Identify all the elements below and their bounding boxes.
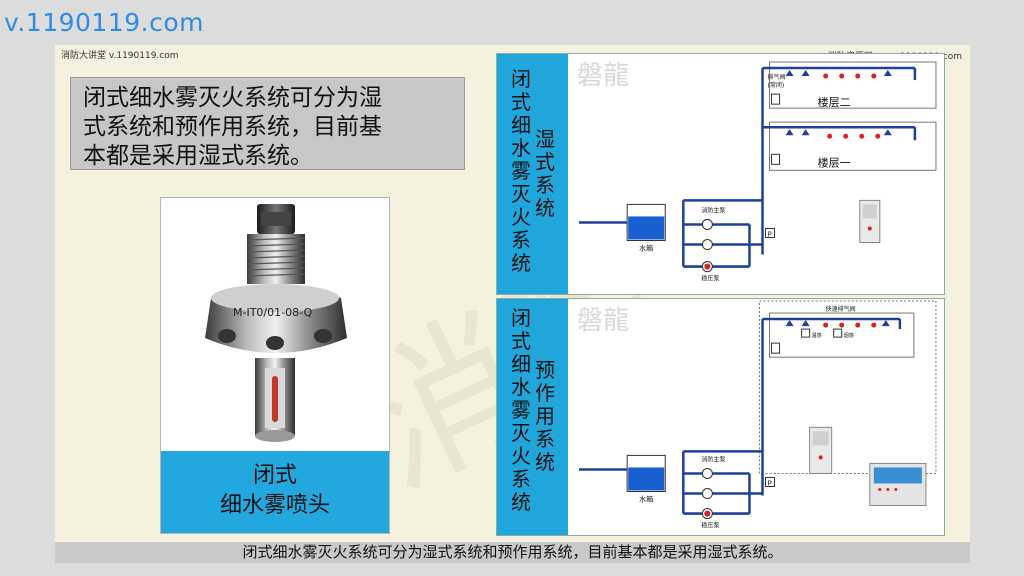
nozzle-image: M-IT0/01-08-Q — [161, 198, 389, 450]
nozzle-caption: 闭式 细水雾喷头 — [161, 451, 389, 533]
exhaust-valve-note: (常闭) — [768, 81, 785, 89]
preaction-system-panel: 闭式细水雾灭火系统 预作用系统 磐龍 快速排气阀 — [496, 298, 945, 536]
title-line-1: 闭式细水雾灭火系统可分为湿 — [83, 84, 454, 113]
brand-logo: 磐龍 — [577, 61, 629, 91]
header-left-text: 消防大讲堂 v.1190119.com — [61, 48, 179, 61]
tank-label: 水箱 — [639, 244, 653, 253]
wet-system-side-label: 闭式细水雾灭火系统 湿式系统 — [497, 54, 568, 294]
side-col2-pre: 预作用系统 — [535, 359, 557, 474]
title-line-2: 式系统和预作用系统，目前基 — [83, 113, 454, 142]
wet-system-panel: 闭式细水雾灭火系统 湿式系统 磐龍 楼层二 楼层一 排气阀 (常闭) — [496, 53, 945, 295]
detector-label-1: 温感 — [812, 332, 822, 339]
fast-exhaust-label: 快速排气阀 — [826, 305, 856, 313]
main-pump-label: 消防主泵 — [701, 206, 725, 214]
caption-line-2: 细水雾喷头 — [161, 491, 389, 521]
nozzle-engraving: M-IT0/01-08-Q — [233, 306, 312, 319]
wet-system-diagram: 磐龍 楼层二 楼层一 排气阀 (常闭) — [569, 54, 944, 295]
jockey-pump-label: 稳压泵 — [701, 522, 719, 530]
brand-logo: 磐龍 — [577, 306, 629, 336]
side-col1-wet: 闭式细水雾灭火系统 — [511, 68, 533, 275]
pressure-label: P — [768, 229, 772, 238]
detector-label-2: 烟感 — [844, 332, 854, 339]
side-col2-wet: 湿式系统 — [535, 128, 557, 220]
pressure-label: P — [768, 478, 772, 487]
main-pump-label: 消防主泵 — [701, 455, 725, 463]
tank-label: 水箱 — [639, 495, 653, 504]
watermark-url: v.1190119.com — [4, 8, 204, 37]
preaction-side-label: 闭式细水雾灭火系统 预作用系统 — [497, 299, 568, 535]
subtitle-bar: 闭式细水雾灭火系统可分为湿式系统和预作用系统，目前基本都是采用湿式系统。 — [55, 542, 970, 563]
nozzle-photo-card: M-IT0/01-08-Q 闭式 细水雾喷头 — [160, 197, 390, 534]
exhaust-valve-label: 排气阀 — [768, 73, 786, 81]
floor1-label: 楼层一 — [818, 155, 851, 169]
slide: 消防 消防大讲堂 v.1190119.com 消防资源网 www.1190119… — [55, 45, 970, 563]
side-col1-pre: 闭式细水雾灭火系统 — [511, 307, 533, 514]
title-line-3: 本都是采用湿式系统。 — [83, 142, 454, 171]
preaction-system-diagram: 磐龍 快速排气阀 — [569, 299, 944, 536]
title-box: 闭式细水雾灭火系统可分为湿 式系统和预作用系统，目前基 本都是采用湿式系统。 — [70, 77, 465, 170]
jockey-pump-label: 稳压泵 — [701, 275, 719, 283]
floor2-label: 楼层二 — [818, 95, 851, 109]
caption-line-1: 闭式 — [161, 461, 389, 491]
